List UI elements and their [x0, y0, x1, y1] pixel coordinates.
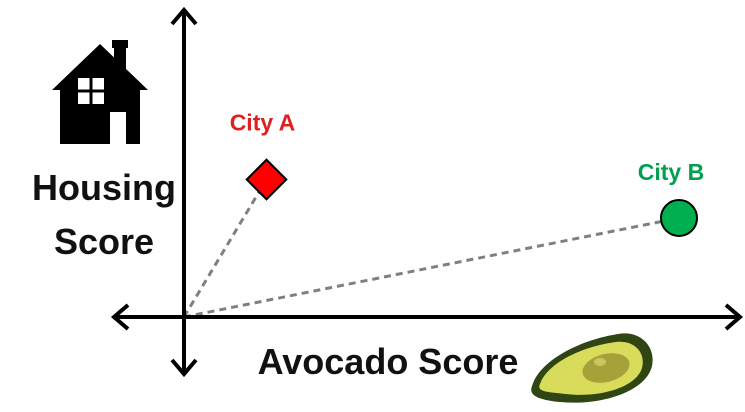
y-axis-label-line2: Score: [54, 221, 154, 262]
city-a-label: City A: [230, 110, 296, 136]
y-axis-label-line1: Housing: [32, 167, 176, 208]
house-icon: [52, 40, 148, 144]
y-axis: [170, 6, 198, 378]
dashed-line-city-b: [183, 216, 680, 319]
city-b-point: [660, 199, 698, 237]
x-axis-label: Avocado Score: [258, 341, 519, 382]
avocado-icon: [531, 333, 653, 403]
x-axis: [110, 303, 744, 331]
dashed-line-city-a: [182, 178, 268, 318]
city-a-point: [245, 158, 288, 201]
city-b-label: City B: [638, 159, 704, 185]
